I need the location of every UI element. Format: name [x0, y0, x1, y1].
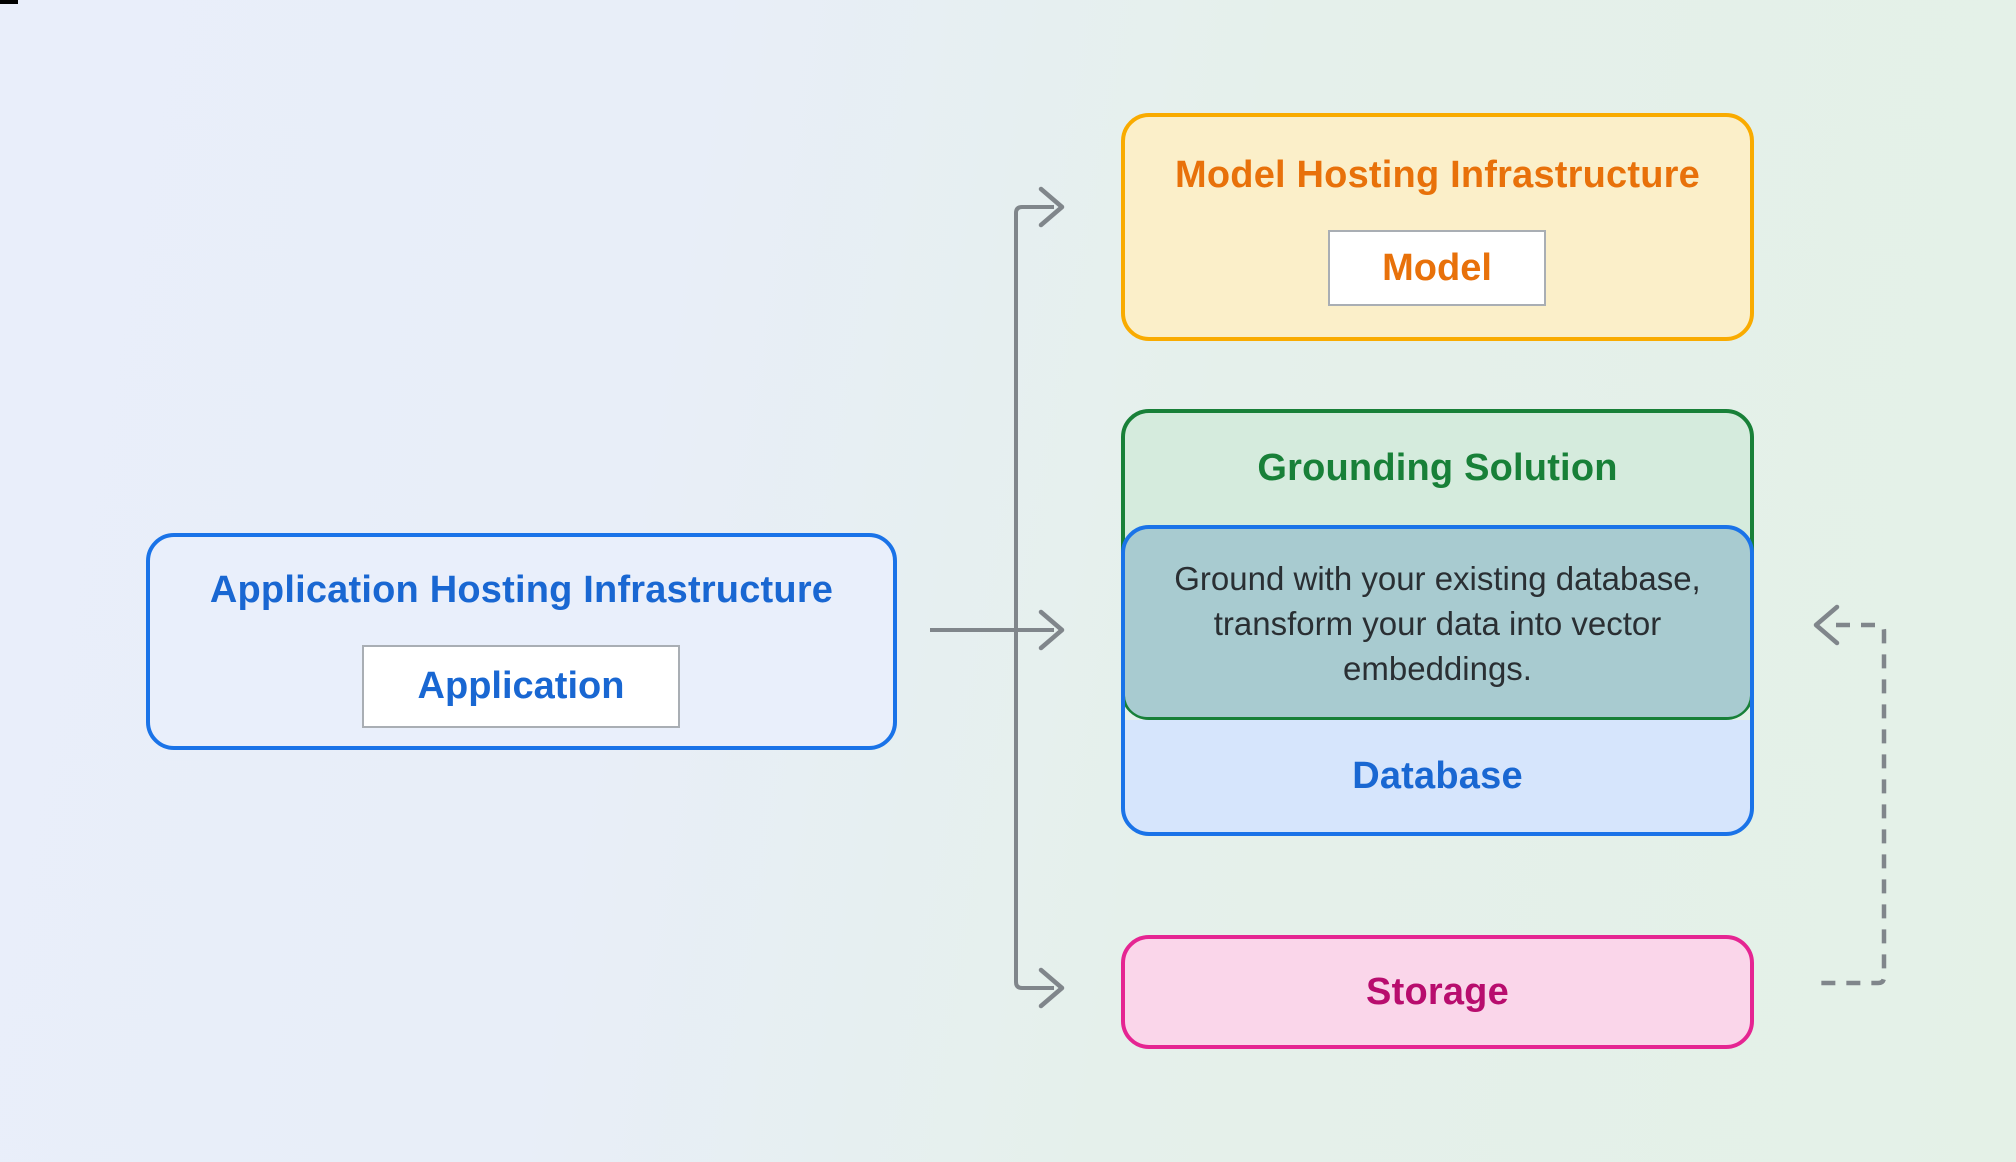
- arrowhead-to-grounding: [1038, 609, 1065, 651]
- grounding-solution-title: Grounding Solution: [1257, 447, 1618, 489]
- arrowhead-to-storage: [1038, 967, 1065, 1009]
- grounding-note-text: Ground with your existing database, tran…: [1174, 559, 1701, 687]
- arrow-trunk-to-model-and-storage: [1014, 205, 1054, 990]
- storage-title: Storage: [1366, 971, 1509, 1013]
- application-hosting-title: Application Hosting Infrastructure: [209, 569, 834, 611]
- model-chip-label: Model: [1382, 246, 1492, 289]
- database-title-area: Database: [1121, 720, 1754, 832]
- application-chip: Application: [362, 645, 680, 728]
- model-hosting-title: Model Hosting Infrastructure: [1175, 154, 1700, 196]
- grounding-note-area: Ground with your existing database, tran…: [1125, 529, 1750, 717]
- dashed-feedback-arrowhead: [1813, 604, 1840, 646]
- model-chip: Model: [1328, 230, 1546, 306]
- dashed-feedback-line-storage-to-grounding: [1814, 622, 1887, 986]
- storage-box: Storage: [1121, 935, 1754, 1049]
- screenshot-corner-artifact: [0, 0, 18, 4]
- application-chip-label: Application: [417, 665, 625, 707]
- database-title: Database: [1352, 755, 1523, 797]
- arrowhead-to-model: [1038, 186, 1065, 228]
- database-box: [1121, 525, 1754, 836]
